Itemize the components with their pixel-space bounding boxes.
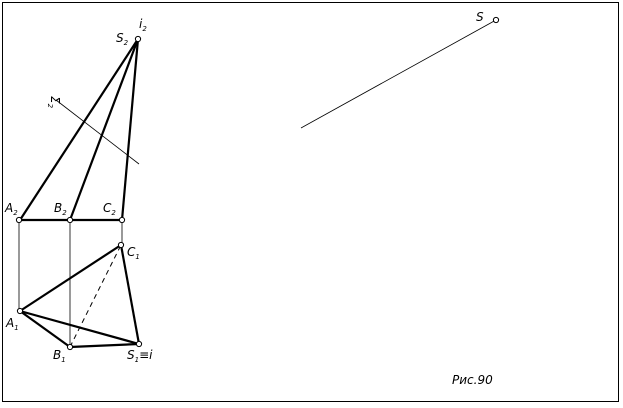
edge-b1-s1 (69, 342, 140, 349)
figure-caption: Рис.90 (452, 373, 493, 387)
point-b2 (66, 216, 74, 224)
point-c2 (118, 216, 126, 224)
point-s2 (134, 35, 142, 43)
drawing-frame (2, 2, 619, 402)
edge-a1-b1 (19, 310, 71, 348)
line-through-s (300, 19, 497, 129)
point-s1 (135, 340, 143, 348)
label-c2: C2 (103, 201, 116, 217)
point-c1 (117, 241, 125, 249)
hidden-edge-b1-c1 (69, 244, 122, 348)
label-a1: A1 (5, 316, 19, 332)
label-b1: B1 (53, 348, 66, 364)
edge-a1-c1 (19, 244, 122, 312)
plane-sigma-trace (55, 99, 140, 165)
label-s1: S1≡i (127, 348, 153, 364)
label-sigma2: Σ2 (46, 96, 62, 109)
point-a1 (16, 307, 24, 315)
edge-c1-s1 (119, 244, 141, 345)
label-c1: C1 (127, 245, 140, 261)
edge-s2-b2 (68, 38, 140, 221)
edge-s2-c2 (120, 38, 140, 221)
label-i2: i2 (139, 17, 147, 33)
label-s: S (476, 10, 484, 24)
point-s (492, 16, 500, 24)
label-b2: B2 (54, 201, 67, 217)
label-s2: S2 (116, 31, 129, 47)
point-b1 (66, 343, 74, 351)
point-a2 (15, 216, 23, 224)
label-a2: A2 (4, 201, 18, 217)
edge-s2-a2 (19, 38, 139, 221)
